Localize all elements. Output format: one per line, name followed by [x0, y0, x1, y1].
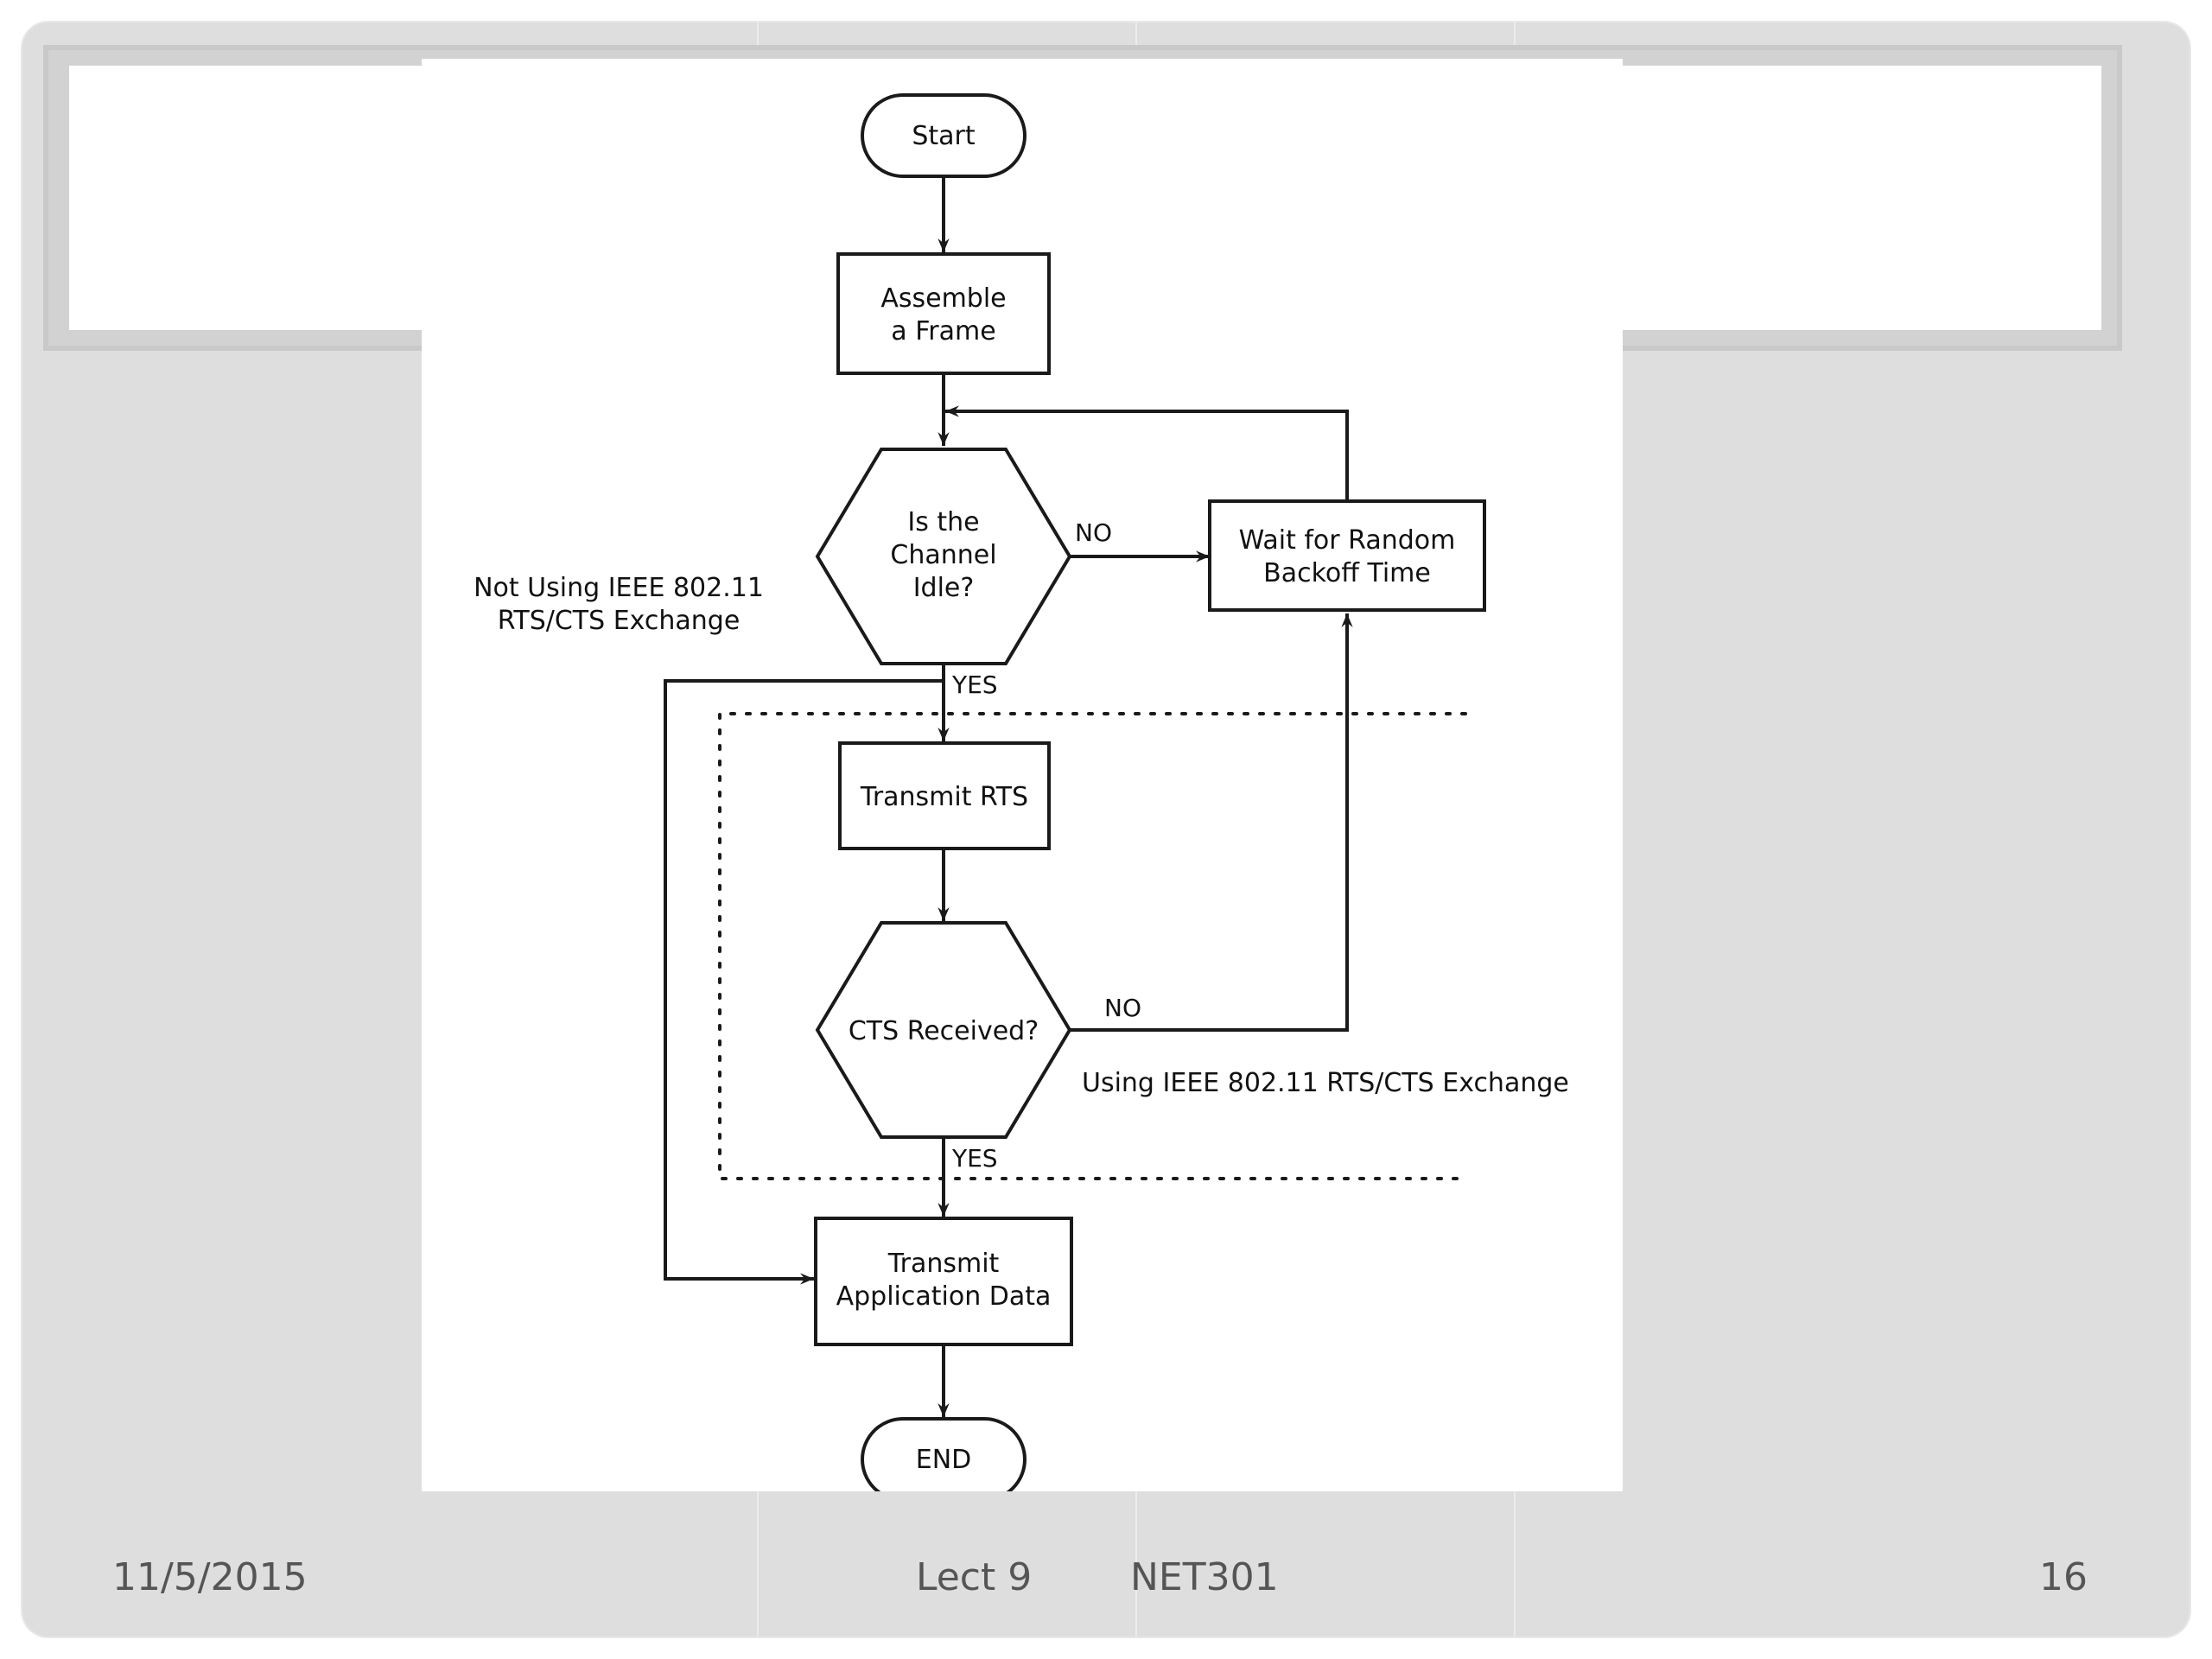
wait-backoff-node: [1208, 499, 1486, 612]
wait-backoff-label-line1: Wait for Random: [1239, 525, 1456, 556]
channel-idle-label-line1: Is the: [907, 507, 979, 537]
edge-label-cts-no: NO: [1104, 994, 1141, 1022]
transmit-data-label-line2: Application Data: [836, 1281, 1052, 1312]
wait-backoff-label-line2: Backoff Time: [1263, 558, 1431, 588]
channel-idle-decision: [815, 448, 1072, 665]
transmit-rts-node: [838, 741, 1051, 850]
channel-idle-label-line2: Channel: [890, 540, 996, 570]
edge-label-idle-yes: YES: [951, 671, 998, 699]
channel-idle-label-line3: Idle?: [913, 573, 975, 603]
rts-cts-region-border: [718, 712, 1467, 1180]
end-node: [861, 1417, 1027, 1491]
edge-label-idle-no: NO: [1075, 518, 1112, 547]
flowchart-csma-ca: Start Assemble a Frame Is the Channel Id…: [474, 93, 1569, 1491]
assemble-frame-node: [836, 252, 1051, 375]
transmit-rts-label: Transmit RTS: [860, 782, 1028, 812]
footer-page-number: 16: [2039, 1555, 2088, 1599]
start-label: Start: [912, 121, 976, 151]
transmit-data-node: [814, 1217, 1073, 1346]
edge-cts-no-wait: [1070, 613, 1353, 1032]
footer-lecture: Lect 9: [916, 1555, 1033, 1599]
cts-received-label: CTS Received?: [849, 1016, 1039, 1046]
end-label: END: [916, 1445, 972, 1475]
cts-received-decision: [815, 921, 1072, 1139]
annotation-using: Using IEEE 802.11 RTS/CTS Exchange: [1082, 1068, 1569, 1098]
flowchart-panel: Start Assemble a Frame Is the Channel Id…: [422, 59, 1623, 1491]
edge-bypass-transmit-data: [664, 679, 944, 1285]
footer-course: NET301: [1130, 1555, 1279, 1599]
assemble-frame-label-line1: Assemble: [880, 283, 1006, 314]
edge-wait-retry: [945, 405, 1349, 501]
assemble-frame-label-line2: a Frame: [891, 316, 995, 346]
annotation-not-using-line2: RTS/CTS Exchange: [498, 606, 741, 636]
transmit-data-label-line1: Transmit: [887, 1249, 1000, 1279]
footer-date: 11/5/2015: [112, 1555, 308, 1599]
edge-label-cts-yes: YES: [951, 1144, 998, 1173]
annotation-not-using-line1: Not Using IEEE 802.11: [474, 573, 764, 603]
